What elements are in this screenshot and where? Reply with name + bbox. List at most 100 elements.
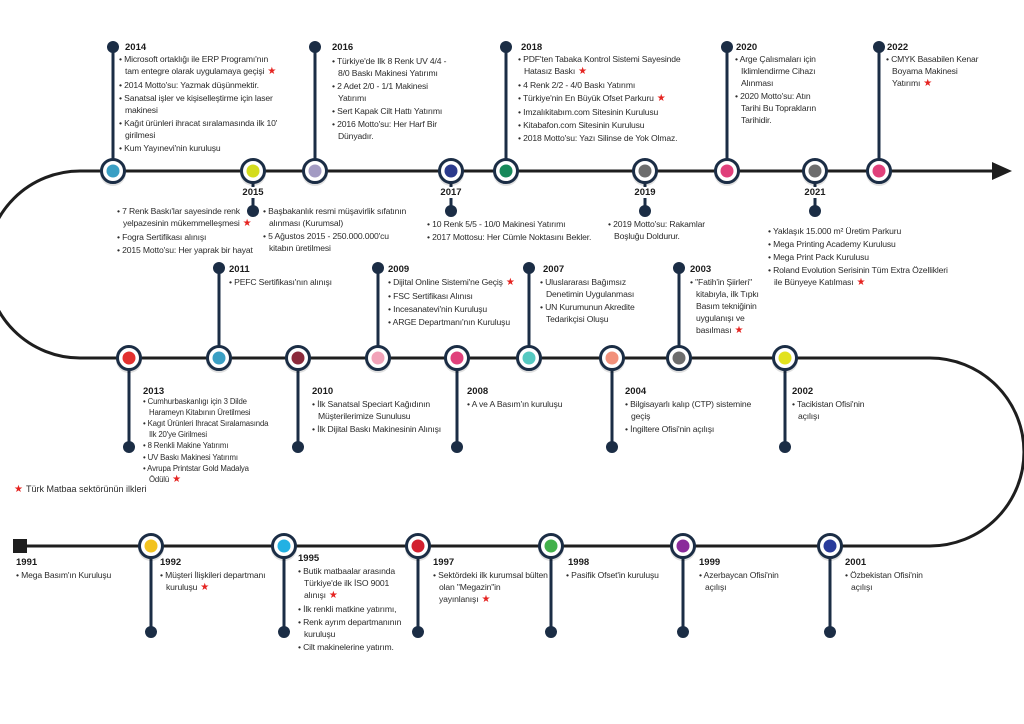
event-item: Cilt makinelerine yatırım. [298, 641, 408, 653]
event-item-text: 2018 Motto'su: Yazı Silinse de Yok Olmaz… [523, 133, 678, 143]
event-item-text: İngiltere Ofisi'nin açılışı [630, 424, 715, 434]
event-item-text: 5 Ağustos 2015 - 250.000.000'cu kitabın … [268, 231, 389, 253]
event-item: Microsoft ortaklığı ile ERP Programı'nın… [119, 53, 284, 78]
event-year: 2019 [632, 187, 658, 198]
event-2018-details: PDF'ten Tabaka Kontrol Sistemi Sayesinde… [518, 53, 693, 145]
event-item-text: Mega Print Pack Kurulusu [773, 252, 869, 262]
event-item-text: Uluslararası Bağımsız Denetimin Uygulanm… [545, 277, 635, 299]
stem-end-dot [278, 626, 290, 638]
event-item: UV Baskı Makinesi Yatırımı [143, 453, 273, 464]
stem-end-dot [445, 205, 457, 217]
event-year: 2004 [625, 386, 647, 397]
event-item-text: Kitabafon.com Sitesinin Kurulusu [523, 120, 645, 130]
event-2020-details: Arge Çalısmaları için Iklimlendirme Ciha… [735, 53, 830, 127]
event-item: Kağıt ürünleri ihracat sıralamasında ilk… [119, 117, 284, 141]
event-2013-details: Cumhurbaskanlıgı için 3 Dilde Haramеyn K… [143, 397, 273, 486]
event-item-text: PDF'ten Tabaka Kontrol Sistemi Sayesinde… [523, 54, 681, 76]
stem-end-dot [606, 441, 618, 453]
event-year: 2002 [792, 386, 814, 397]
event-item-text: Renk ayrım departmanının kuruluşu [303, 617, 402, 639]
event-item: 7 Renk Baskı'lar sayesinde renk yelpazes… [117, 205, 255, 230]
event-item-text: İlk Sanatsal Speciart Kağıdının Müşteril… [317, 399, 430, 421]
event-item-text: Türkiye'de Ilk 8 Renk UV 4/4 - 8/0 Baskı… [336, 56, 447, 78]
event-item-text: Dijital Online Sistemi'ne Geçiş [393, 277, 503, 287]
event-2019-details: 2019 Motto'su: Rakamlar Boşluğu Doldurur… [608, 218, 733, 243]
event-item: Müşteri İlişkileri departmanı kuruluşu★ [160, 569, 275, 594]
event-item-text: Pasifik Ofset'in kuruluşu [571, 570, 659, 580]
event-2011-details: PEFC Sertifikası'nın alınışı [229, 276, 369, 289]
star-icon: ★ [267, 66, 277, 77]
event-node-dot [605, 351, 619, 365]
event-year: 2021 [802, 187, 828, 198]
event-item-text: UN Kurumunun Akredite Tedarikçisi Oluşu [545, 302, 635, 324]
event-item: Arge Çalısmaları için Iklimlendirme Ciha… [735, 53, 830, 89]
event-item-text: 2 Adet 2/0 - 1/1 Makinesi Yatırımı [337, 81, 428, 103]
stem-end-dot [372, 262, 384, 274]
event-item-text: Mega Printing Academy Kurulusu [773, 239, 896, 249]
event-item: Butik matbaalar arasında Türkiye'de ilk … [298, 565, 408, 602]
stem-end-dot [412, 626, 424, 638]
event-item: PDF'ten Tabaka Kontrol Sistemi Sayesinde… [518, 53, 693, 78]
event-item-text: 2016 Motto'su: Her Harf Bir Dünyadır. [337, 119, 437, 141]
event-item: Dijital Online Sistemi'ne Geçiş★ [388, 276, 518, 289]
event-item: Kitabafon.com Sitesinin Kurulusu [518, 119, 693, 131]
event-item-text: Kağıt ürünleri ihracat sıralamasında ilk… [124, 118, 278, 140]
star-icon: ★ [14, 484, 23, 495]
event-item-text: Müşteri İlişkileri departmanı kuruluşu [165, 570, 266, 592]
event-item-text: Microsoft ortaklığı ile ERP Programı'nın… [124, 54, 269, 76]
event-item-text: Mega Basım'ın Kuruluşu [21, 570, 112, 580]
stem-end-dot [145, 626, 157, 638]
event-item-text: Özbekistan Ofisi'nin açılışı [850, 570, 923, 592]
event-node-dot [450, 351, 464, 365]
event-year: 2013 [143, 386, 165, 397]
event-2010-details: İlk Sanatsal Speciart Kağıdının Müşteril… [312, 398, 447, 436]
event-item-text: ARGE Departmanı'nın Kuruluşu [392, 317, 510, 327]
event-1997-details: Sektördeki ilk kurumsal bülten olan "Meg… [433, 569, 548, 607]
event-item: UN Kurumunun Akredite Tedarikçisi Oluşu [540, 301, 655, 325]
event-item-text: 2020 Motto'su: Atın Tarihi Bu Toprakları… [740, 91, 817, 125]
timeline-line [0, 169, 1024, 548]
event-item: FSC Sertifikası Alınısı [388, 290, 518, 302]
stem-end-dot [673, 262, 685, 274]
event-item-text: İlk Dijital Baskı Makinesinin Alınışı [317, 424, 441, 434]
event-year: 2018 [521, 42, 543, 53]
event-1992-details: Müşteri İlişkileri departmanı kuruluşu★ [160, 569, 275, 595]
star-icon: ★ [328, 590, 338, 601]
event-year: 2020 [736, 42, 758, 53]
event-item: Türkiye'de Ilk 8 Renk UV 4/4 - 8/0 Baskı… [332, 55, 457, 79]
event-item: A ve A Basım'ın kuruluşu [467, 398, 597, 410]
event-item: Sanatsal işler ve kişiselleştirme için l… [119, 92, 284, 116]
event-item: Özbekistan Ofisi'nin açılışı [845, 569, 935, 593]
event-item: Yaklaşık 15.000 m² Üretim Parkuru [768, 225, 948, 237]
event-year: 1997 [433, 557, 455, 568]
event-item: Imzalıkitabım.com Sitesinin Kurulusu [518, 106, 693, 118]
event-node-dot [444, 164, 458, 178]
event-item-text: Roland Evolution Serisinin Tüm Extra Öze… [773, 265, 948, 287]
event-node-dot [638, 164, 652, 178]
event-item-text: Bilgisayarlı kalıp (CTP) sistemine geçiş [630, 399, 752, 421]
event-item: 2015 Motto'su: Her yaprak bir hayat [117, 244, 255, 256]
event-item: 5 Ağustos 2015 - 250.000.000'cu kitabın … [263, 230, 413, 254]
stem-end-dot [873, 41, 885, 53]
event-year: 1992 [160, 557, 182, 568]
event-2001-details: Özbekistan Ofisi'nin açılışı [845, 569, 935, 594]
start-square [13, 539, 27, 553]
event-item: Azerbaycan Ofisi'nin açılışı [699, 569, 789, 593]
event-item-text: Cumhurbaskanlıgı için 3 Dilde Haramеyn K… [147, 397, 251, 417]
event-item: İlk Sanatsal Speciart Kağıdının Müşteril… [312, 398, 447, 422]
event-item-text: Incesanatevi'nin Kuruluşu [393, 304, 488, 314]
stem-end-dot [721, 41, 733, 53]
event-item: Kagıt Ürünleri Ihracat Sıralamasında Ilk… [143, 419, 273, 440]
event-item-text: Sert Kapak Cilt Hattı Yatırımı [337, 106, 443, 116]
event-year: 1999 [699, 557, 721, 568]
event-year: 2022 [887, 42, 909, 53]
event-item-text: FSC Sertifikası Alınısı [393, 291, 473, 301]
event-item-text: Cilt makinelerine yatırım. [303, 642, 394, 652]
event-item-text: 2017 Mottosu: Her Cümle Noktasını Bekler… [432, 232, 592, 242]
event-year: 2017 [438, 187, 464, 198]
event-2021-details: Yaklaşık 15.000 m² Üretim ParkuruMega Pr… [768, 225, 948, 290]
event-item: PEFC Sertifikası'nın alınışı [229, 276, 369, 288]
stem-end-dot [677, 626, 689, 638]
event-item: Fogra Sertifikası alınışı [117, 231, 255, 243]
